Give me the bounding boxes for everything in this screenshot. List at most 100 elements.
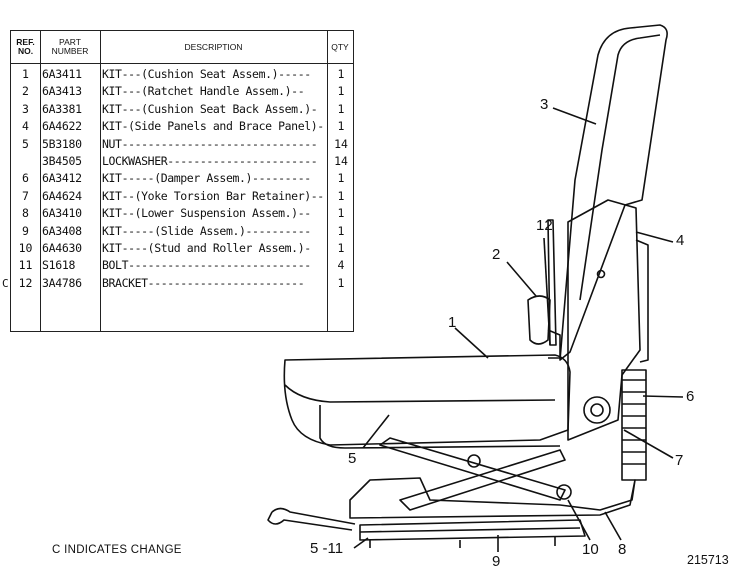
qty-cell: 1 bbox=[337, 119, 345, 134]
qty-cell: 1 bbox=[337, 101, 345, 116]
description-cell: NUT------------------------------ bbox=[102, 136, 318, 151]
header-part-number: PART NUMBER bbox=[40, 31, 100, 63]
part-number-cell: 5B3180 bbox=[42, 136, 82, 151]
header-description: DESCRIPTION bbox=[184, 41, 243, 52]
header-part-line2: NUMBER bbox=[51, 46, 89, 56]
description-cell: KIT-(Side Panels and Brace Panel)- bbox=[102, 119, 324, 134]
part-number-cell: S1618 bbox=[42, 258, 76, 273]
pivot-bolt bbox=[467, 454, 481, 468]
part-number-cell: 6A4624 bbox=[42, 188, 82, 203]
callout-5: 5 bbox=[348, 450, 357, 467]
change-note: C INDICATES CHANGE bbox=[52, 544, 182, 556]
side-brace bbox=[635, 239, 649, 363]
description-cell: LOCKWASHER----------------------- bbox=[102, 154, 318, 168]
callout-3: 3 bbox=[540, 96, 549, 113]
header-ref-line1: REF. bbox=[16, 37, 35, 47]
cushion-seat bbox=[283, 354, 571, 446]
description-cell: KIT----(Stud and Roller Assem.)- bbox=[102, 241, 311, 255]
ref-cell: 4 bbox=[22, 119, 29, 134]
leader-1 bbox=[454, 327, 489, 359]
bracket bbox=[547, 219, 557, 346]
description-cell: KIT---(Cushion Seat Back Assem.)- bbox=[102, 101, 318, 116]
header-qty: QTY bbox=[331, 41, 349, 52]
callout-1: 1 bbox=[448, 314, 457, 331]
damper bbox=[621, 369, 647, 481]
part-number-cell: 6A4622 bbox=[42, 119, 82, 134]
col-divider bbox=[327, 31, 328, 331]
slide-handle bbox=[271, 507, 356, 525]
header-part-line1: PART bbox=[59, 37, 81, 47]
col-divider bbox=[100, 31, 101, 331]
description-cell: KIT-----(Slide Assem.)---------- bbox=[102, 223, 311, 238]
qty-cell: 1 bbox=[337, 275, 345, 290]
leader-4 bbox=[635, 231, 674, 243]
ref-cell: 8 bbox=[22, 206, 29, 221]
part-number-cell: 6A3412 bbox=[42, 171, 82, 186]
lower-suspension bbox=[349, 477, 636, 519]
part-number-cell: 6A3408 bbox=[42, 223, 82, 238]
parts-table: REF. NO. PART NUMBER DESCRIPTION QTY 1 6A… bbox=[2, 30, 354, 332]
part-number-cell: 6A4630 bbox=[42, 241, 82, 255]
ref-cell: 10 bbox=[18, 241, 33, 255]
ref-cell: 9 bbox=[22, 223, 29, 238]
ref-cell: 11 bbox=[18, 258, 33, 273]
panel-rivet bbox=[596, 269, 606, 279]
stud-roller bbox=[556, 484, 572, 500]
leader-5a bbox=[362, 414, 390, 449]
qty-cell: 1 bbox=[337, 188, 345, 203]
description-cell: KIT--(Yoke Torsion Bar Retainer)-- bbox=[102, 188, 324, 203]
callout-5-11: 5 -11 bbox=[310, 540, 344, 557]
callout-9: 9 bbox=[492, 553, 501, 570]
callout-8: 8 bbox=[618, 541, 627, 558]
callout-2: 2 bbox=[492, 246, 501, 263]
figure-number: 215713 bbox=[687, 553, 729, 567]
seat-back-edge bbox=[579, 34, 661, 301]
callout-7: 7 bbox=[675, 452, 684, 469]
table-header: REF. NO. PART NUMBER DESCRIPTION QTY bbox=[11, 31, 353, 64]
col-divider bbox=[40, 31, 41, 331]
part-number-cell: 6A3413 bbox=[42, 84, 82, 99]
callout-10: 10 bbox=[582, 541, 599, 558]
qty-cell: 1 bbox=[337, 171, 345, 186]
leader-5b bbox=[353, 537, 369, 549]
qty-cell: 1 bbox=[337, 223, 345, 238]
table-row: 9 6A3408 KIT-----(Slide Assem.)---------- 1 bbox=[11, 223, 353, 240]
ref-cell: 7 bbox=[22, 188, 29, 203]
qty-cell: 14 bbox=[334, 136, 348, 151]
qty-cell: 14 bbox=[334, 154, 348, 168]
description-cell: KIT-----(Damper Assem.)--------- bbox=[102, 171, 311, 186]
qty-cell: 1 bbox=[337, 241, 345, 255]
seat-pan bbox=[319, 405, 561, 449]
qty-cell: 1 bbox=[337, 206, 345, 221]
part-number-cell: 6A3411 bbox=[42, 67, 82, 81]
ref-cell: 12 bbox=[18, 275, 33, 290]
ref-cell: 1 bbox=[22, 67, 29, 81]
change-marker: C bbox=[2, 276, 9, 290]
table-row: 10 6A4630 KIT----(Stud and Roller Assem.)-… bbox=[11, 240, 353, 257]
qty-cell: 1 bbox=[337, 67, 345, 81]
description-cell: BOLT---------------------------- bbox=[102, 258, 311, 273]
leader-12 bbox=[543, 237, 551, 346]
leader-10 bbox=[567, 499, 591, 541]
seat-back bbox=[559, 24, 668, 361]
header-ref-no: REF. NO. bbox=[11, 31, 40, 63]
yoke-retainer bbox=[583, 396, 611, 424]
leader-8 bbox=[604, 511, 622, 541]
description-cell: KIT---(Ratchet Handle Assem.)-- bbox=[102, 84, 305, 99]
ref-cell: 3 bbox=[22, 101, 29, 116]
leader-2 bbox=[506, 261, 537, 297]
leader-6 bbox=[642, 395, 684, 398]
table-row: 1 6A3411 KIT---(Cushion Seat Assem.)----- 1 bbox=[11, 66, 353, 83]
table-row: 7 6A4624 KIT--(Yoke Torsion Bar Retainer)-… bbox=[11, 188, 353, 205]
part-number-cell: 6A3410 bbox=[42, 206, 82, 221]
description-cell: KIT---(Cushion Seat Assem.)----- bbox=[102, 67, 311, 81]
qty-cell: 1 bbox=[337, 84, 345, 99]
